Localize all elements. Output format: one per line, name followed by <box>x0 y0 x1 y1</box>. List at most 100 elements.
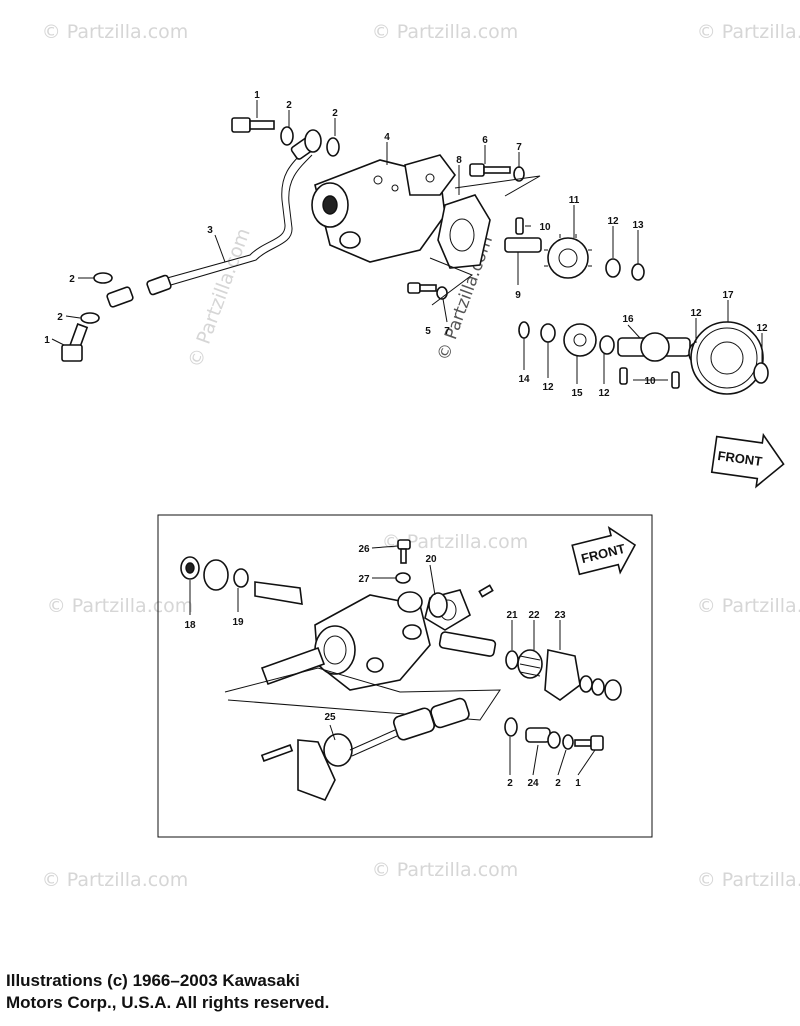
check-valve-shaft <box>438 631 497 657</box>
callout-number: 2 <box>507 778 513 789</box>
copyright-line: Motors Corp., U.S.A. All rights reserved… <box>6 993 330 1012</box>
callout-number: 12 <box>690 308 702 319</box>
callout-number: 12 <box>542 382 554 393</box>
callout-number: 25 <box>324 712 336 723</box>
washer <box>579 675 593 693</box>
washer <box>80 312 100 324</box>
pump-gasket <box>437 194 491 269</box>
callout-number: 26 <box>358 544 370 555</box>
callout-number: 5 <box>425 326 431 337</box>
inset-frame <box>157 514 653 838</box>
bearing-collar <box>203 559 229 591</box>
oil-pump-body <box>311 154 456 263</box>
leader-line <box>454 175 541 197</box>
o-ring <box>233 568 249 588</box>
callout-number: 7 <box>516 142 522 153</box>
washer <box>599 335 615 355</box>
callout-number: 22 <box>528 610 540 621</box>
pump-gear-small <box>544 234 592 279</box>
callout-number: 1 <box>254 90 260 101</box>
watermark: © Partzilla.com <box>697 869 800 891</box>
inset-pump-body <box>314 591 431 691</box>
leader-line <box>429 257 474 306</box>
callout-number: 2 <box>555 778 561 789</box>
callout-number: 27 <box>358 574 370 585</box>
copyright-notice: Illustrations (c) 1966–2003 Kawasaki Mot… <box>6 970 566 1014</box>
pin <box>515 217 524 235</box>
callout-number: 9 <box>515 290 521 301</box>
callout-number: 14 <box>518 374 530 385</box>
watermark-layer: © Partzilla.com © Partzilla.com © Partzi… <box>42 21 800 891</box>
pump-drive-gear <box>690 321 764 395</box>
banjo-fitting <box>304 129 322 153</box>
washer <box>605 258 621 278</box>
washer <box>562 734 574 750</box>
callout-number: 24 <box>527 778 539 789</box>
pump-plunger <box>254 581 303 605</box>
callout-number: 21 <box>506 610 518 621</box>
lower-leaders <box>189 545 596 776</box>
washer <box>280 126 294 146</box>
watermark: © Partzilla.com <box>382 531 529 553</box>
washer <box>395 572 411 584</box>
callout-number: 18 <box>184 620 196 631</box>
pin <box>619 367 628 385</box>
callout-number: 2 <box>332 108 338 119</box>
pump-shaft <box>504 237 542 253</box>
washer <box>504 717 518 737</box>
watermark: © Partzilla.com <box>42 869 189 891</box>
callout-number: 3 <box>207 225 213 236</box>
pin <box>671 371 680 389</box>
banjo-bolt-top <box>231 117 275 133</box>
oil-seal-bore <box>185 562 195 574</box>
valve-cap <box>544 649 581 701</box>
callout-number: 2 <box>69 274 75 285</box>
screw-head <box>397 539 411 550</box>
front-arrow-lower: FRONT <box>571 525 637 576</box>
callout-number: 12 <box>598 388 610 399</box>
circlip <box>631 263 645 281</box>
spring <box>517 649 543 679</box>
watermark: © Partzilla.com <box>697 595 800 617</box>
drive-shaft <box>617 332 691 362</box>
callout-number: 12 <box>607 216 619 227</box>
pump-gear-lower <box>563 323 597 357</box>
callout-number: 17 <box>722 290 734 301</box>
callout-number: 8 <box>456 155 462 166</box>
plunger-assembly <box>260 697 470 801</box>
callout-number: 4 <box>384 132 390 143</box>
circlip <box>518 321 530 339</box>
callout-number: 7 <box>444 326 450 337</box>
callout-number: 10 <box>539 222 551 233</box>
callout-number: 1 <box>575 778 581 789</box>
callout-number: 1 <box>44 335 50 346</box>
bolt-head <box>407 282 421 294</box>
watermark: © Partzilla.com <box>372 859 519 881</box>
washer <box>93 272 113 284</box>
bolt-shank <box>483 166 511 174</box>
callout-number: 15 <box>571 388 583 399</box>
banjo-fitting-lower <box>525 727 561 749</box>
callout-number: 19 <box>232 617 244 628</box>
worm-screw <box>260 646 326 686</box>
washer <box>326 137 340 157</box>
callout-number: 2 <box>286 100 292 111</box>
front-label: FRONT <box>717 448 763 469</box>
washer <box>753 362 769 384</box>
callout-number: 11 <box>569 195 580 206</box>
callout-number: 23 <box>554 610 566 621</box>
front-arrow-upper: FRONT <box>710 432 785 489</box>
callout-number: 16 <box>622 314 634 325</box>
callout-number: 6 <box>482 135 488 146</box>
banjo-bolt-bottom <box>61 323 89 362</box>
washer <box>591 678 605 696</box>
washer <box>540 323 556 343</box>
watermark: © Partzilla.com <box>42 21 189 43</box>
callout-number: 12 <box>756 323 768 334</box>
watermark: © Partzilla.com <box>47 595 194 617</box>
cap-nut <box>604 679 622 701</box>
screw-shank <box>400 548 407 564</box>
watermark: © Partzilla.com <box>372 21 519 43</box>
bolt-shank <box>419 284 437 292</box>
